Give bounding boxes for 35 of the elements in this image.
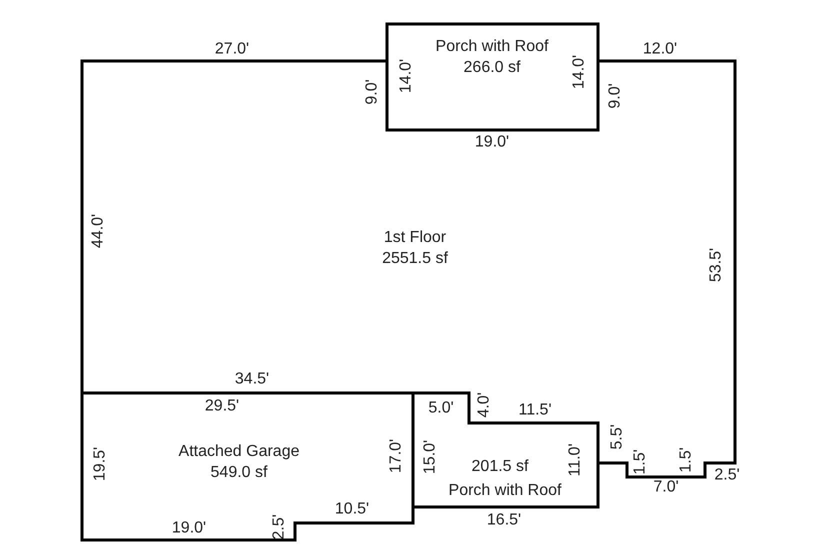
area-value: 266.0 sf <box>464 59 520 77</box>
dimension-label: 17.0' <box>388 438 404 474</box>
dimension-label: 11.5' <box>518 402 552 418</box>
area-value: 549.0 sf <box>210 464 268 482</box>
area-value: 201.5 sf <box>472 458 528 476</box>
room-name: Porch with Roof <box>448 482 562 500</box>
dimension-label: 4.0' <box>476 392 492 418</box>
dimension-label: 2.5' <box>270 514 288 540</box>
dimension-label: 2.5' <box>714 466 740 484</box>
room-name: Porch with Roof <box>436 38 548 56</box>
dimension-label: 19.0' <box>474 134 510 150</box>
room-name: 1st Floor <box>384 229 446 247</box>
dimension-label: 14.0' <box>570 54 588 90</box>
dimension-label: 10.5' <box>334 500 370 518</box>
dimension-label: 9.0' <box>364 79 380 105</box>
dimension-label: 53.5' <box>708 248 724 282</box>
room-name: Attached Garage <box>178 443 300 461</box>
dimension-label: 9.0' <box>606 83 624 109</box>
dimension-label: 34.5' <box>234 370 270 388</box>
dimension-label: 5.5' <box>608 424 626 450</box>
dimension-label: 14.0' <box>398 58 414 94</box>
dimension-label: 19.0' <box>172 520 206 536</box>
dimension-label: 12.0' <box>642 40 678 58</box>
dimension-label: 5.0' <box>428 400 454 416</box>
dimension-label: 44.0' <box>90 214 106 248</box>
dimension-label: 7.0' <box>653 478 679 496</box>
area-value: 2551.5 sf <box>382 250 448 268</box>
dimension-label: 11.0' <box>566 444 584 476</box>
dimension-label: 29.5' <box>204 398 240 414</box>
dimension-label: 19.5' <box>92 446 108 482</box>
dimension-label: 15.0' <box>422 440 438 474</box>
dimension-label: 27.0' <box>214 40 250 58</box>
dimension-label: 1.5' <box>632 449 648 475</box>
dimension-label: 16.5' <box>486 512 522 528</box>
dimension-label: 1.5' <box>678 447 694 473</box>
